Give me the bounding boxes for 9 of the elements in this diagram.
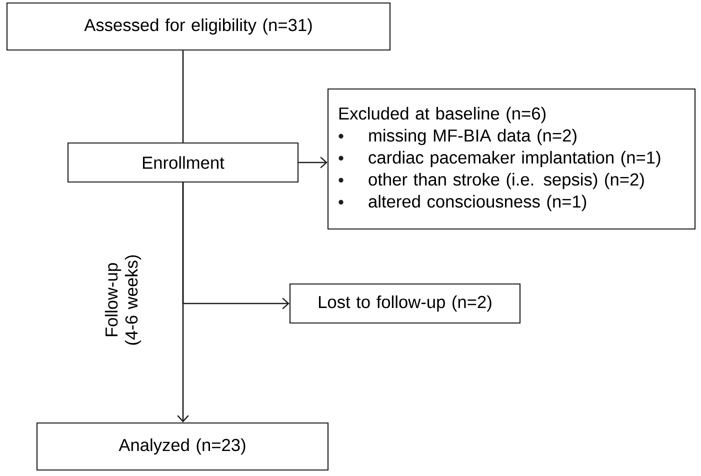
- process-box: Excluded at baseline (n=6) missing MF-BIA data (n=2) cardiac pacemaker implantation (n=1) other than stroke (i.e. sepsis) (n=2) altered consciousness (n=1): [327, 88, 696, 230]
- process-box: Assessed for eligibility (n=31): [6, 2, 391, 51]
- process-box: Analyzed (n=23): [36, 422, 329, 471]
- arrow: [298, 156, 328, 168]
- process-box: Lost to follow-up (n=2): [289, 283, 521, 324]
- rotated-label: Follow-up (4-6 weeks): [104, 255, 142, 345]
- connector-line: [182, 50, 184, 142]
- process-box: Enrollment: [67, 142, 299, 183]
- arrow: [177, 182, 189, 422]
